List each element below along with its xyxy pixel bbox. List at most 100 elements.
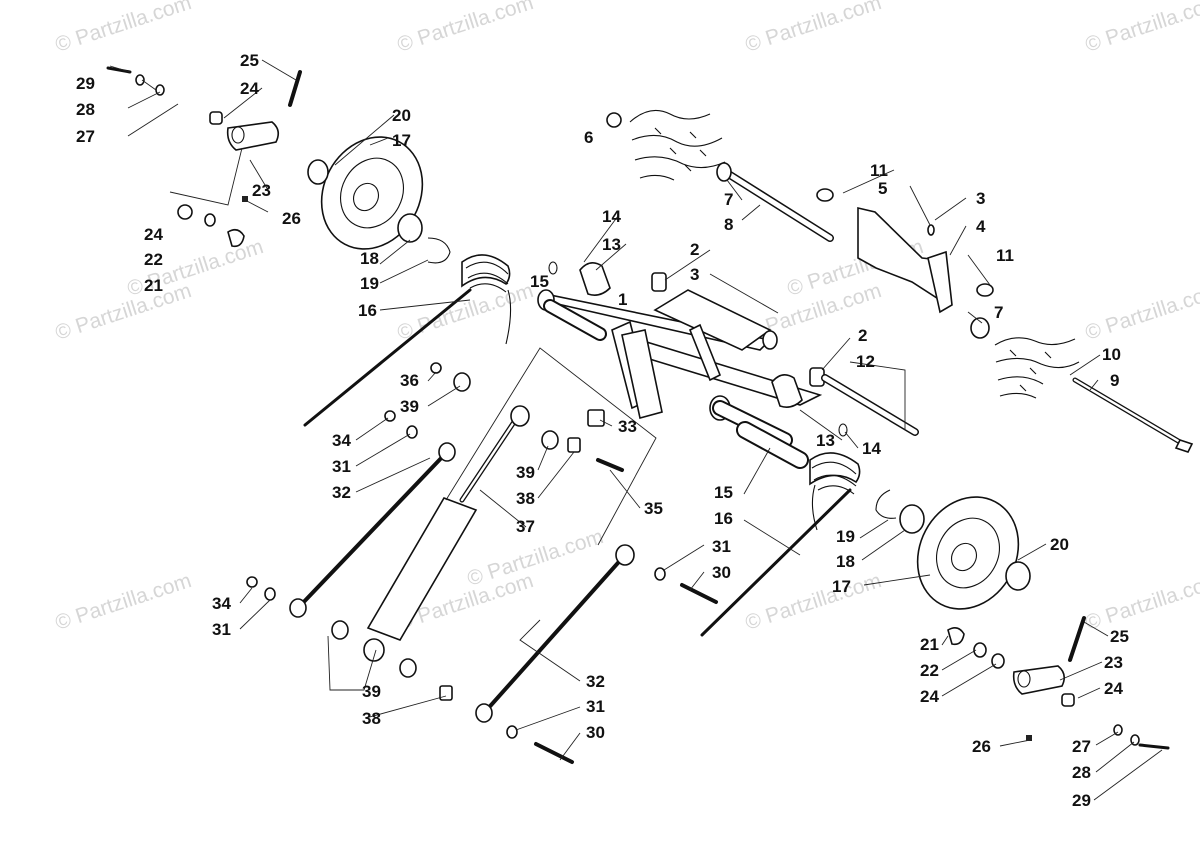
spring-16-left	[303, 254, 512, 427]
callout-8: 8	[724, 215, 733, 234]
callout-33: 33	[618, 417, 637, 436]
callout-15: 15	[530, 272, 549, 291]
callout-32: 32	[332, 483, 351, 502]
callout-34: 34	[332, 431, 351, 450]
watermark-text: © Partzilla.com	[52, 0, 194, 57]
watermark-text: © Partzilla.com	[1082, 279, 1200, 345]
callout-15: 15	[714, 483, 733, 502]
idler-wheel-17-left	[307, 136, 451, 264]
long-bolt-9	[1072, 377, 1194, 453]
callout-31: 31	[712, 537, 731, 556]
callout-25: 25	[240, 51, 259, 70]
callout-2: 2	[858, 326, 867, 345]
shock-absorber-37	[363, 405, 530, 662]
callout-17: 17	[832, 577, 851, 596]
callout-1: 1	[618, 290, 627, 309]
callout-28: 28	[1072, 763, 1091, 782]
callout-22: 22	[920, 661, 939, 680]
watermark-text: © Partzilla.com	[464, 525, 606, 591]
callout-20: 20	[392, 106, 411, 125]
callout-30: 30	[586, 723, 605, 742]
spring-16-right	[700, 452, 861, 637]
callout-24: 24	[144, 225, 163, 244]
callout-21: 21	[144, 276, 163, 295]
exploded-view-drawing	[106, 59, 1194, 801]
callout-11: 11	[870, 161, 888, 180]
callout-36: 36	[400, 371, 419, 390]
callout-21: 21	[920, 635, 939, 654]
watermark-text: © Partzilla.com	[742, 0, 884, 57]
callout-39: 39	[400, 397, 419, 416]
link-32-upper	[289, 442, 456, 618]
callout-38: 38	[516, 489, 535, 508]
callout-24: 24	[1104, 679, 1123, 698]
callout-30: 30	[712, 563, 731, 582]
callout-11: 11	[996, 246, 1014, 265]
callout-27: 27	[76, 127, 95, 146]
watermark-text: © Partzilla.com	[1082, 569, 1200, 635]
callout-28: 28	[76, 100, 95, 119]
callout-39: 39	[516, 463, 535, 482]
watermark-text: © Partzilla.com	[52, 279, 194, 345]
callout-2: 2	[690, 240, 699, 259]
callout-24: 24	[240, 79, 259, 98]
callout-31: 31	[212, 620, 231, 639]
callout-24: 24	[920, 687, 939, 706]
callout-17: 17	[392, 131, 411, 150]
callout-labels: 1 2 2 3 3 4 5 6 7 7 8 9 10 11 11 12 13 1…	[76, 51, 1129, 810]
callout-3: 3	[690, 265, 699, 284]
link-32-lower	[475, 544, 635, 723]
callout-19: 19	[360, 274, 379, 293]
callout-25: 25	[1110, 627, 1129, 646]
callout-16: 16	[358, 301, 377, 320]
axle-clamp-23-right	[1012, 616, 1086, 741]
callout-18: 18	[360, 249, 379, 268]
callout-39: 39	[362, 682, 381, 701]
callout-10: 10	[1102, 345, 1121, 364]
callout-26: 26	[972, 737, 991, 756]
bracket-4-5	[816, 188, 994, 339]
callout-14: 14	[602, 207, 621, 226]
callout-5: 5	[878, 179, 887, 198]
leader-lines	[109, 59, 1163, 801]
watermark-text: © Partzilla.com	[52, 569, 194, 635]
callout-35: 35	[644, 499, 663, 518]
callout-37: 37	[516, 517, 535, 536]
callout-7: 7	[724, 190, 733, 209]
callout-31: 31	[332, 457, 351, 476]
callout-29: 29	[76, 74, 95, 93]
callout-13: 13	[602, 235, 621, 254]
bushings-spacers	[548, 261, 919, 437]
callout-20: 20	[1050, 535, 1069, 554]
callout-22: 22	[144, 250, 163, 269]
callout-6: 6	[584, 128, 593, 147]
shaft-8	[606, 112, 834, 242]
callout-14: 14	[862, 439, 881, 458]
callout-12: 12	[856, 352, 875, 371]
callout-19: 19	[836, 527, 855, 546]
callout-3: 3	[976, 189, 985, 208]
callout-26: 26	[282, 209, 301, 228]
callout-23: 23	[1104, 653, 1123, 672]
watermark-text: © Partzilla.com	[1082, 0, 1200, 57]
main-arm-1	[537, 289, 823, 448]
callout-34: 34	[212, 594, 231, 613]
frame-hatch-right	[994, 337, 1080, 399]
callout-29: 29	[1072, 791, 1091, 810]
hardware-bolts-washers	[106, 66, 1170, 764]
idler-wheel-17-right	[875, 489, 1031, 610]
callout-18: 18	[836, 552, 855, 571]
axle-sleeve-15	[543, 299, 809, 469]
callout-31: 31	[586, 697, 605, 716]
callout-13: 13	[816, 431, 835, 450]
frame-hatch-top	[629, 109, 726, 181]
callout-4: 4	[976, 217, 986, 236]
callout-7: 7	[994, 303, 1003, 322]
callout-27: 27	[1072, 737, 1091, 756]
watermark-text: © Partzilla.com	[742, 569, 884, 635]
callout-38: 38	[362, 709, 381, 728]
callout-32: 32	[586, 672, 605, 691]
callout-16: 16	[714, 509, 733, 528]
callout-9: 9	[1110, 371, 1119, 390]
